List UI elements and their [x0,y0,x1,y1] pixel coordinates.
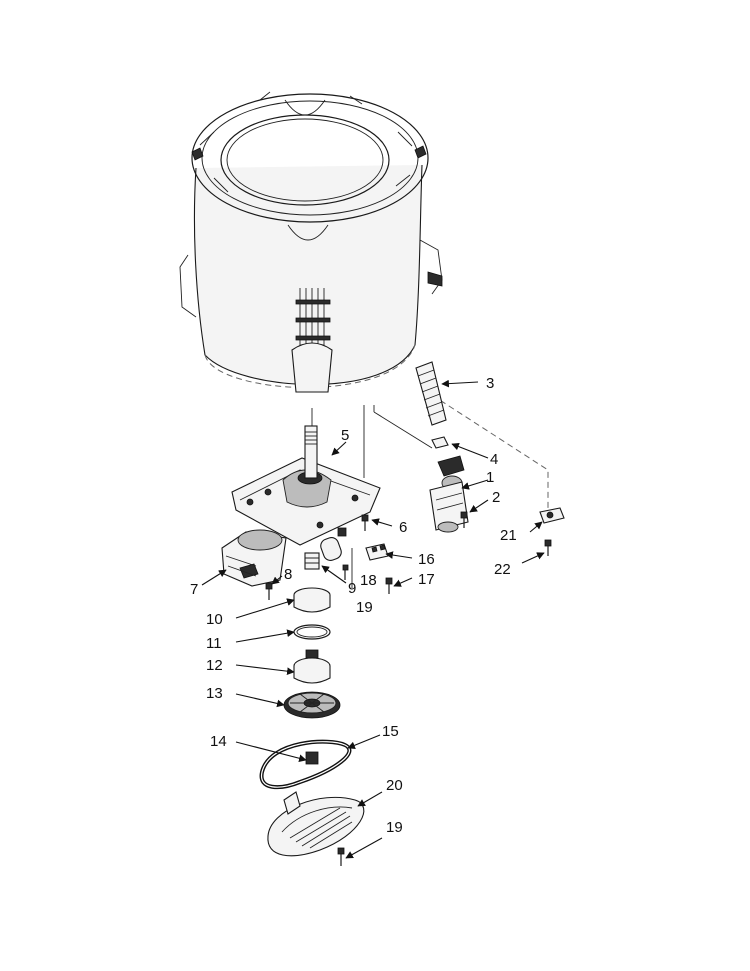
callout-labels: 1 2 3 4 5 6 7 8 9 10 11 12 13 14 15 16 1… [190,375,517,836]
motor-screw-illustration [265,582,273,600]
callout-4: 4 [490,451,498,468]
callout-9: 9 [348,580,356,597]
hose-clamp-illustration [431,436,449,449]
coupler-illustration [304,552,320,570]
callout-18: 18 [360,572,377,589]
callout-21: 21 [500,527,517,544]
hose-bracket-illustration [539,507,565,556]
drain-hose-illustration [415,361,447,426]
assembly-guide-lines [311,394,549,510]
callout-22: 22 [494,561,511,578]
callout-8: 8 [284,566,292,583]
callout-12: 12 [206,657,223,674]
callout-19-lower: 19 [386,819,403,836]
clutch-housing-illustration [293,587,331,613]
motor-pulley-illustration [305,751,319,765]
callout-6: 6 [399,519,407,536]
drive-motor-illustration [221,529,287,587]
switch-screw-illustration [385,577,393,594]
callout-19-upper: 19 [356,599,373,616]
drive-pulley-illustration [283,691,341,719]
belt-shield-illustration [267,791,365,857]
spring-ring-illustration [293,624,331,640]
callout-5: 5 [341,427,349,444]
callout-13: 13 [206,685,223,702]
drain-pump-illustration [429,455,469,533]
callout-7: 7 [190,581,198,598]
lid-switch-illustration [365,543,389,561]
gearcase-plate-illustration [231,425,381,546]
outer-tub-illustration [179,91,443,393]
capacitor-screw-illustration [342,548,353,588]
callout-2: 2 [492,489,500,506]
callout-20: 20 [386,777,403,794]
shield-screw-illustration [337,847,345,866]
callout-14: 14 [210,733,227,750]
callout-11: 11 [206,635,222,652]
capacitor-illustration [320,527,347,561]
callout-16: 16 [418,551,435,568]
callout-15: 15 [382,723,399,740]
callout-3: 3 [486,375,494,392]
plate-screw-illustration [361,514,369,531]
callout-1: 1 [486,469,494,486]
brake-drum-illustration [293,649,331,684]
callout-leaders [201,379,545,859]
drive-belt-illustration [259,739,352,790]
callout-10: 10 [206,611,223,628]
callout-17: 17 [418,571,435,588]
pump-screw-illustration [460,511,468,528]
